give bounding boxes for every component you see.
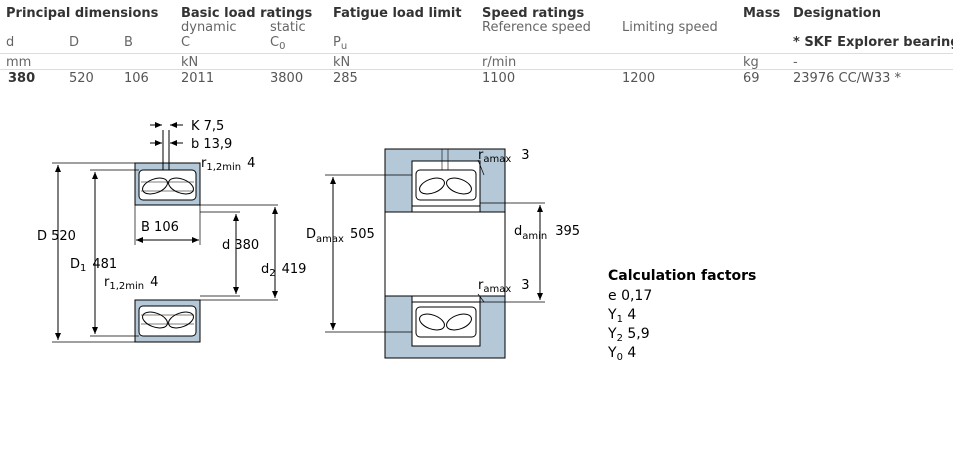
calc-factors-title: Calculation factors: [608, 268, 757, 284]
subheader-explorer-note: * SKF Explorer bearing: [793, 35, 953, 50]
label-D: D 520: [37, 229, 76, 244]
unit-kn-pu: kN: [333, 55, 351, 70]
value-C: 2011: [181, 71, 215, 86]
label-K: K 7,5: [191, 119, 224, 134]
calc-factor-Y1: Y1 4: [608, 307, 637, 325]
subheader-dynamic: dynamic: [181, 20, 237, 35]
label-b: b 13,9: [191, 137, 232, 152]
subheader-reference-speed: Reference speed: [482, 20, 591, 35]
unit-kn-c: kN: [181, 55, 199, 70]
value-mass: 69: [743, 71, 760, 86]
label-d: d 380: [222, 238, 259, 253]
value-d: 380: [8, 71, 36, 86]
calc-factor-e: e 0,17: [608, 288, 653, 304]
header-speed-ratings: Speed ratings: [482, 6, 585, 21]
symbol-d: d: [6, 35, 15, 50]
unit-designation: -: [793, 55, 798, 70]
abutment-drawing: [325, 148, 545, 359]
subheader-static: static: [270, 20, 306, 35]
symbol-D: D: [69, 35, 80, 50]
symbol-B: B: [124, 35, 133, 50]
value-B: 106: [124, 71, 149, 86]
symbol-C: C: [181, 35, 191, 50]
value-designation: 23976 CC/W33 *: [793, 71, 902, 86]
subheader-limiting-speed: Limiting speed: [622, 20, 718, 35]
value-reference-speed: 1100: [482, 71, 516, 86]
header-basic-load-ratings: Basic load ratings: [181, 6, 313, 21]
calc-factor-Y2: Y2 5,9: [608, 326, 650, 344]
calc-factor-Y0: Y0 4: [608, 345, 637, 363]
unit-mm: mm: [6, 55, 32, 70]
header-mass: Mass: [743, 6, 781, 21]
label-B: B 106: [141, 220, 179, 235]
value-D: 520: [69, 71, 94, 86]
symbol-Pu: Pu: [333, 35, 348, 52]
value-C0: 3800: [270, 71, 304, 86]
header-fatigue-load-limit: Fatigue load limit: [333, 6, 462, 21]
value-Pu: 285: [333, 71, 358, 86]
unit-kg: kg: [743, 55, 759, 70]
bearing-section-drawing: [52, 122, 278, 343]
symbol-C0: C0: [270, 35, 286, 52]
header-principal-dimensions: Principal dimensions: [6, 6, 159, 21]
value-limiting-speed: 1200: [622, 71, 656, 86]
header-designation: Designation: [793, 6, 881, 21]
unit-rmin: r/min: [482, 55, 517, 70]
